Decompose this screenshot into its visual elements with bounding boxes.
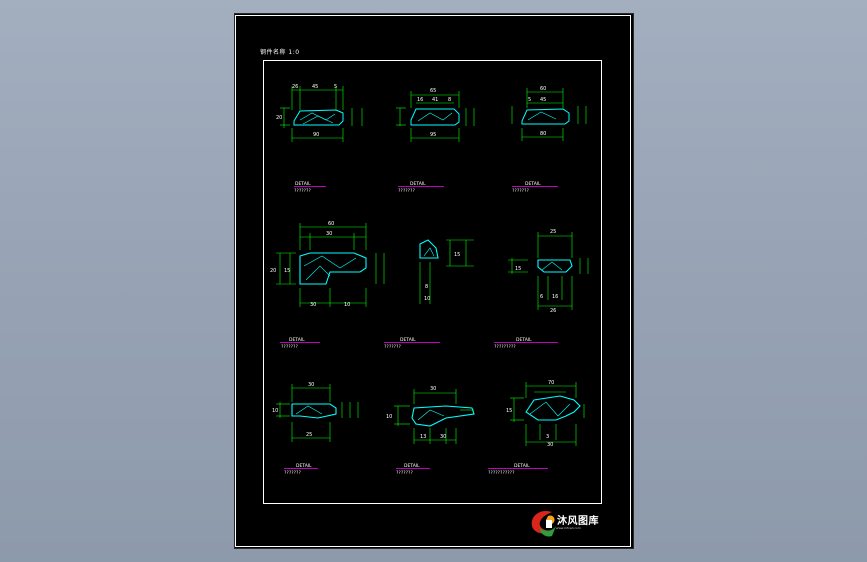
detail-4-dim-e: 30 <box>310 302 316 308</box>
detail-6-dimensions <box>508 232 589 310</box>
detail-4-profile <box>299 252 367 285</box>
detail-8-title: DETAIL <box>404 463 420 469</box>
detail-4-dim-f: 10 <box>344 302 350 308</box>
detail-4-dim-b: 30 <box>326 231 332 237</box>
detail-2-title: DETAIL <box>410 181 426 187</box>
detail-2-dim-a: 65 <box>430 88 436 94</box>
detail-2-dim-c: 41 <box>432 97 438 103</box>
detail-2-dim-b: 16 <box>417 97 423 103</box>
detail-9-profile <box>525 395 581 421</box>
detail-2-subtitle: ??????? <box>398 188 415 193</box>
detail-9-title: DETAIL <box>514 463 530 469</box>
detail-6-title: DETAIL <box>516 337 532 343</box>
logo-wordmark: 沐风图库 <box>557 516 599 527</box>
detail-3-dim-b: 45 <box>540 97 546 103</box>
detail-5-title: DETAIL <box>400 337 416 343</box>
detail-4-dimensions <box>276 223 385 307</box>
detail-1-subtitle: ??????? <box>294 188 311 193</box>
detail-8-dim-c: 13 <box>420 434 426 440</box>
detail-5-dimensions <box>419 239 474 304</box>
drawing-sheet <box>234 13 634 549</box>
detail-3-dim-c: 5 <box>528 97 531 103</box>
detail-5-profile <box>419 239 439 259</box>
detail-6-subtitle: ????????? <box>494 344 516 349</box>
detail-7-title: DETAIL <box>296 463 312 469</box>
detail-1-dim-d: 20 <box>276 115 282 121</box>
detail-1-dim-a: 26 <box>292 84 298 90</box>
detail-8-subtitle: ??????? <box>396 470 413 475</box>
detail-6-dim-a: 25 <box>550 229 556 235</box>
sheet-border <box>235 15 631 547</box>
detail-9-dim-a: 70 <box>548 380 554 386</box>
detail-9-dim-c: 30 <box>547 442 553 448</box>
detail-3-profile <box>521 108 570 125</box>
detail-1-dim-b: 45 <box>312 84 318 90</box>
detail-6-dim-b: 15 <box>515 266 521 272</box>
detail-5-dim-a: 15 <box>454 252 460 258</box>
detail-5-subtitle: ??????? <box>384 344 401 349</box>
detail-3-dim-a: 60 <box>540 86 546 92</box>
detail-6-dim-d: 16 <box>552 294 558 300</box>
logo-tagline: www.mfcad.com <box>556 526 581 530</box>
detail-6-dim-c: 6 <box>540 294 543 300</box>
detail-7-dimensions <box>276 384 359 442</box>
detail-8-dim-d: 30 <box>440 434 446 440</box>
detail-2-dimensions <box>396 91 475 142</box>
detail-7-dim-a: 30 <box>308 382 314 388</box>
detail-7-dim-c: 10 <box>272 408 278 414</box>
detail-7-profile <box>291 403 337 419</box>
detail-8-dim-a: 30 <box>430 386 436 392</box>
detail-4-title: DETAIL <box>289 337 305 343</box>
detail-5-dim-b: 8 <box>425 284 428 290</box>
detail-8-profile <box>411 405 475 427</box>
detail-9-subtitle: ??????????? <box>488 470 515 475</box>
detail-7-subtitle: ??????? <box>284 470 301 475</box>
detail-1-dim-e: 90 <box>313 132 319 138</box>
detail-8-dimensions <box>394 389 474 444</box>
detail-6-profile <box>537 259 573 273</box>
detail-9-dimensions <box>510 382 585 446</box>
detail-3-title: DETAIL <box>525 181 541 187</box>
detail-2-dim-d: 8 <box>448 97 451 103</box>
detail-2-profile <box>410 108 460 126</box>
detail-4-dim-a: 60 <box>328 221 334 227</box>
drawing-frame <box>263 60 602 504</box>
detail-2-dim-e: 95 <box>430 132 436 138</box>
detail-4-dim-d: 15 <box>284 268 290 274</box>
detail-6-dim-e: 26 <box>550 308 556 314</box>
detail-8-dim-b: 10 <box>386 414 392 420</box>
detail-1-profile <box>293 109 344 126</box>
detail-3-dim-d: 80 <box>540 131 546 137</box>
detail-4-subtitle: ??????? <box>281 344 298 349</box>
drawing-header-label: 钢件名称 1:0 <box>260 49 300 56</box>
detail-9-dim-b: 15 <box>506 408 512 414</box>
detail-3-subtitle: ??????? <box>512 188 529 193</box>
logo-icon <box>531 510 556 537</box>
detail-7-dim-b: 25 <box>306 432 312 438</box>
detail-3-dimensions <box>511 88 587 141</box>
detail-9-dim-d: 3 <box>546 434 549 440</box>
detail-4-dim-c: 20 <box>270 268 276 274</box>
detail-1-dim-c: 5 <box>334 84 337 90</box>
detail-1-dimensions <box>280 86 363 142</box>
detail-5-dim-c: 10 <box>424 296 430 302</box>
detail-1-title: DETAIL <box>295 181 311 187</box>
